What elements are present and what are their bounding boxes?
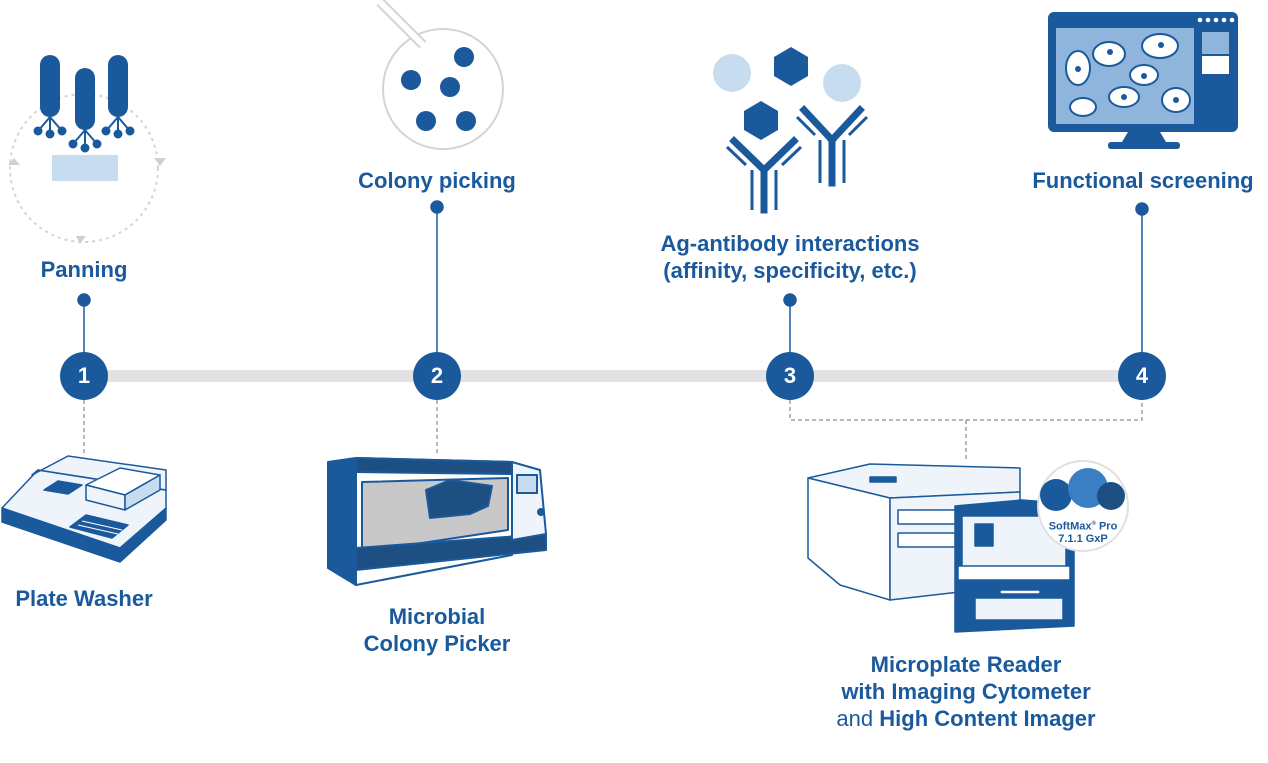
antibody-antigen-icon <box>713 47 869 214</box>
step-1-marker: 1 <box>60 352 108 400</box>
colony-picker-icon <box>327 457 547 586</box>
step-4-label: Functional screening <box>1032 168 1254 193</box>
petri-dish-icon <box>376 0 504 150</box>
step-3-label-line-2: (affinity, specificity, etc.) <box>663 258 917 283</box>
antibody-panning-icon <box>8 55 166 244</box>
softmax-pro-badge-icon <box>1037 460 1129 552</box>
step-1-label: Panning <box>40 257 128 282</box>
label-connectors <box>77 200 1149 352</box>
monitor-cells-icon <box>1048 12 1238 149</box>
colony-picker-label: Microbial Colony Picker <box>364 603 511 657</box>
microplate-reader-icon <box>807 463 1075 633</box>
microplate-reader-label-line-1: Microplate Reader <box>870 652 1062 677</box>
step-2-label: Colony picking <box>358 168 516 193</box>
softmax-product-name: SoftMax® Pro <box>1048 520 1118 533</box>
softmax-version: 7.1.1 GxP <box>1058 532 1108 545</box>
colony-picker-label-line-1: Microbial <box>388 604 486 629</box>
microplate-reader-label: Microplate Reader with Imaging Cytometer… <box>836 651 1095 732</box>
plate-washer-label: Plate Washer <box>15 586 153 611</box>
plate-washer-icon <box>1 455 167 563</box>
step-2-marker: 2 <box>413 352 461 400</box>
and-connector: and <box>836 706 874 731</box>
softmax-badge-text: SoftMax® Pro 7.1.1 GxP <box>1049 518 1118 545</box>
microplate-reader-label-line-2: with Imaging Cytometer <box>841 679 1091 704</box>
step-3-label-line-1: Ag-antibody interactions <box>660 231 920 256</box>
step-4-marker: 4 <box>1118 352 1166 400</box>
microplate-reader-label-line-3: and High Content Imager <box>836 705 1095 732</box>
colony-picker-label-line-2: Colony Picker <box>363 631 511 656</box>
step-3-label: Ag-antibody interactions (affinity, spec… <box>660 230 919 284</box>
high-content-imager-text: High Content Imager <box>879 706 1096 731</box>
instrument-connectors <box>83 400 1143 460</box>
step-3-marker: 3 <box>766 352 814 400</box>
